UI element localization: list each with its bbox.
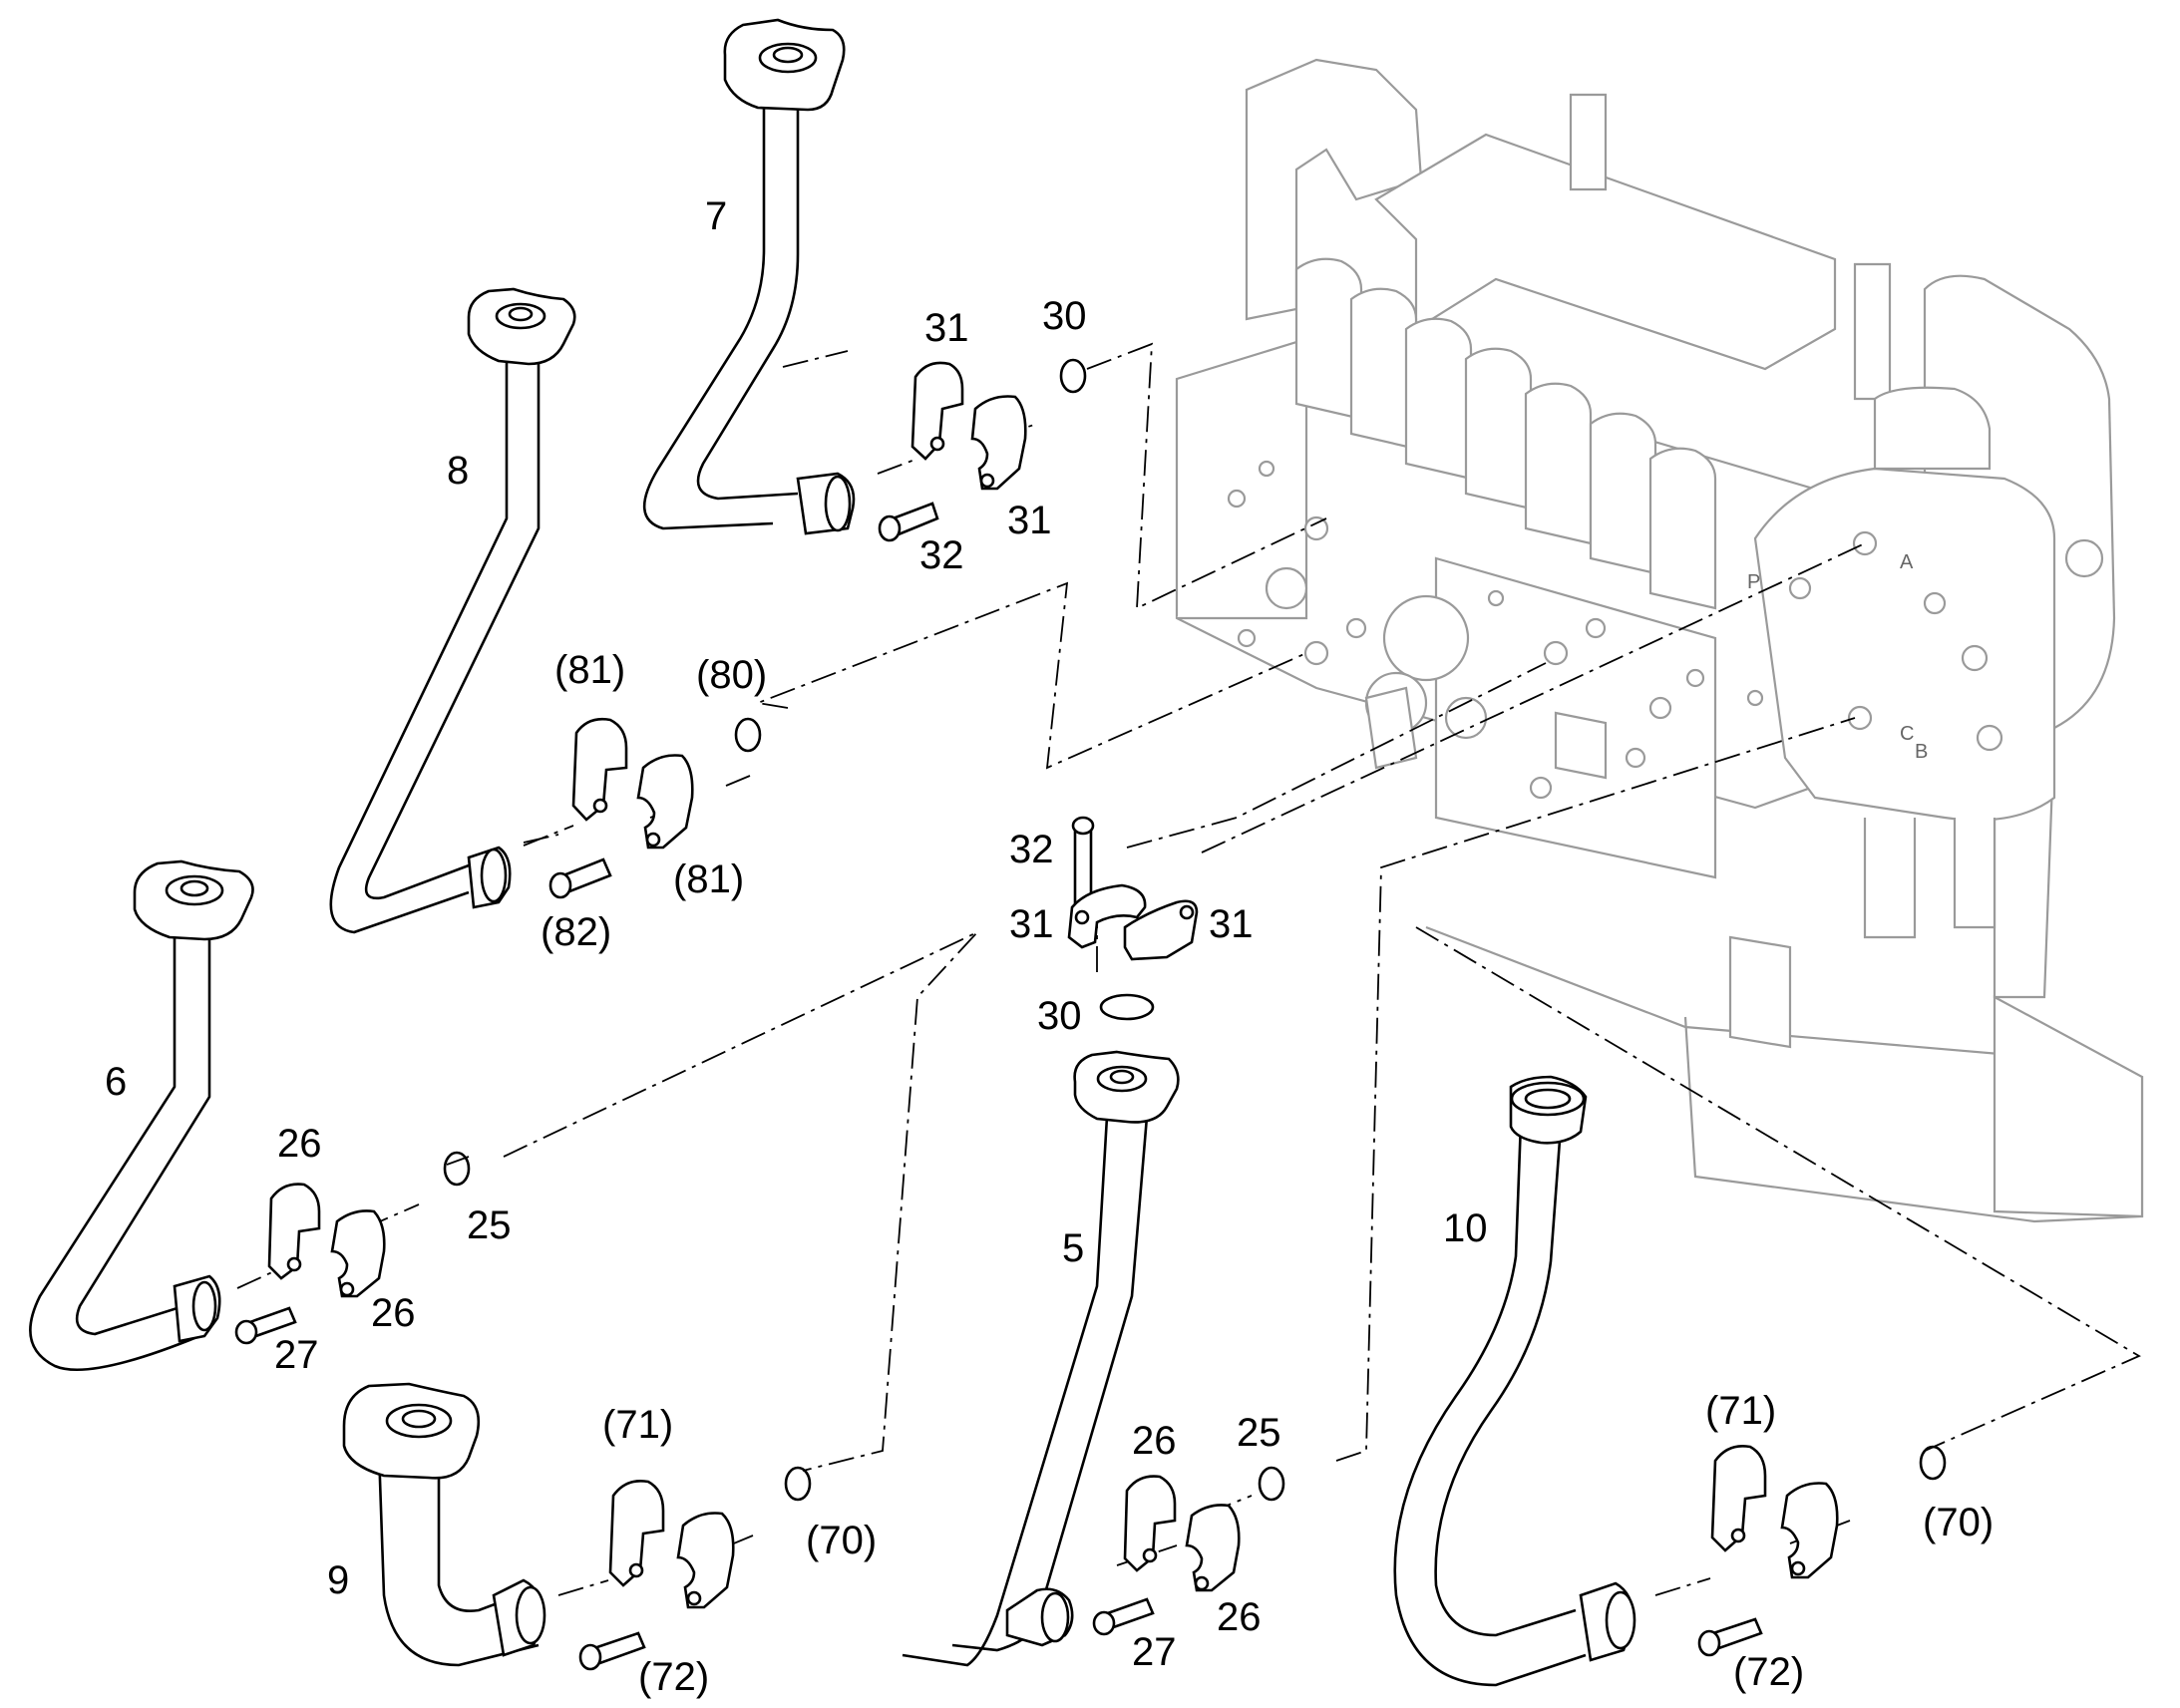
label-26-b: 26 xyxy=(371,1291,416,1335)
pipe-8 xyxy=(329,287,576,934)
label-pipe-5: 5 xyxy=(1062,1226,1084,1270)
bolt-72-right xyxy=(1697,1617,1763,1657)
label-32-top: 32 xyxy=(919,533,964,577)
o-ring-70-right xyxy=(1919,1445,1947,1481)
split-flange-26-left xyxy=(267,1183,386,1298)
o-ring-25-right xyxy=(1258,1466,1285,1502)
pipe-6 xyxy=(29,859,254,1372)
valve-letter-a: A xyxy=(1900,551,1914,573)
label-72-a: (72) xyxy=(638,1655,709,1699)
label-pipe-10: 10 xyxy=(1443,1206,1488,1250)
bolt-32-center xyxy=(1071,816,1095,904)
label-pipe-6: 6 xyxy=(105,1060,127,1104)
label-25-a: 25 xyxy=(467,1203,512,1247)
split-flange-31-center xyxy=(1067,883,1199,961)
pipe-9 xyxy=(342,1382,546,1667)
label-30-center: 30 xyxy=(1037,994,1082,1038)
label-70-a: (70) xyxy=(806,1519,877,1562)
bolt-82 xyxy=(548,857,612,899)
label-31-center-a: 31 xyxy=(1009,902,1054,946)
label-27-a: 27 xyxy=(274,1333,319,1377)
pipe-7 xyxy=(642,18,856,535)
label-26-a: 26 xyxy=(277,1122,322,1166)
connector-lines xyxy=(236,342,2141,1596)
label-32-center: 32 xyxy=(1009,828,1054,871)
label-71-b: (71) xyxy=(1705,1389,1776,1433)
bolt-72-left xyxy=(578,1631,646,1671)
split-flange-26-right xyxy=(1123,1475,1241,1592)
split-flange-71-right xyxy=(1710,1445,1839,1579)
label-pipe-7: 7 xyxy=(705,194,727,238)
o-ring-30-top xyxy=(1059,358,1087,394)
label-80: (80) xyxy=(696,653,767,697)
split-flange-71-left xyxy=(608,1480,735,1609)
o-ring-30-center xyxy=(1099,993,1155,1021)
label-81-a: (81) xyxy=(554,648,625,692)
label-26-d: 26 xyxy=(1217,1595,1262,1639)
label-31-center-b: 31 xyxy=(1209,902,1254,946)
valve-block-assembly: A B C P xyxy=(1175,58,2144,1223)
label-71-a: (71) xyxy=(602,1403,673,1447)
valve-letter-b: B xyxy=(1915,741,1928,763)
label-82: (82) xyxy=(541,910,611,954)
label-26-c: 26 xyxy=(1132,1419,1177,1463)
label-30-top: 30 xyxy=(1042,294,1087,338)
o-ring-80 xyxy=(734,717,762,753)
valve-letter-c: C xyxy=(1900,723,1914,745)
split-flange-81 xyxy=(571,718,694,850)
bolt-27-right xyxy=(1092,1597,1155,1636)
label-pipe-9: 9 xyxy=(327,1558,349,1602)
pipe-10 xyxy=(1393,1075,1636,1687)
o-ring-70-left xyxy=(784,1466,812,1502)
label-81-b: (81) xyxy=(673,857,744,901)
label-25-b: 25 xyxy=(1237,1411,1281,1455)
label-pipe-8: 8 xyxy=(447,449,469,493)
label-31-top-b: 31 xyxy=(1007,499,1052,542)
label-70-b: (70) xyxy=(1923,1501,1994,1544)
bolt-27-left xyxy=(234,1306,297,1345)
bolt-32-top xyxy=(878,502,939,542)
pipe-5 xyxy=(902,1050,1180,1667)
valve-letter-p: P xyxy=(1747,571,1760,593)
split-flange-31-top xyxy=(910,361,1027,491)
label-72-b: (72) xyxy=(1733,1650,1804,1694)
o-ring-25-left xyxy=(443,1151,471,1187)
solenoid-cartridges xyxy=(1294,257,1717,610)
label-27-b: 27 xyxy=(1132,1630,1177,1674)
label-31-top-a: 31 xyxy=(924,306,969,350)
